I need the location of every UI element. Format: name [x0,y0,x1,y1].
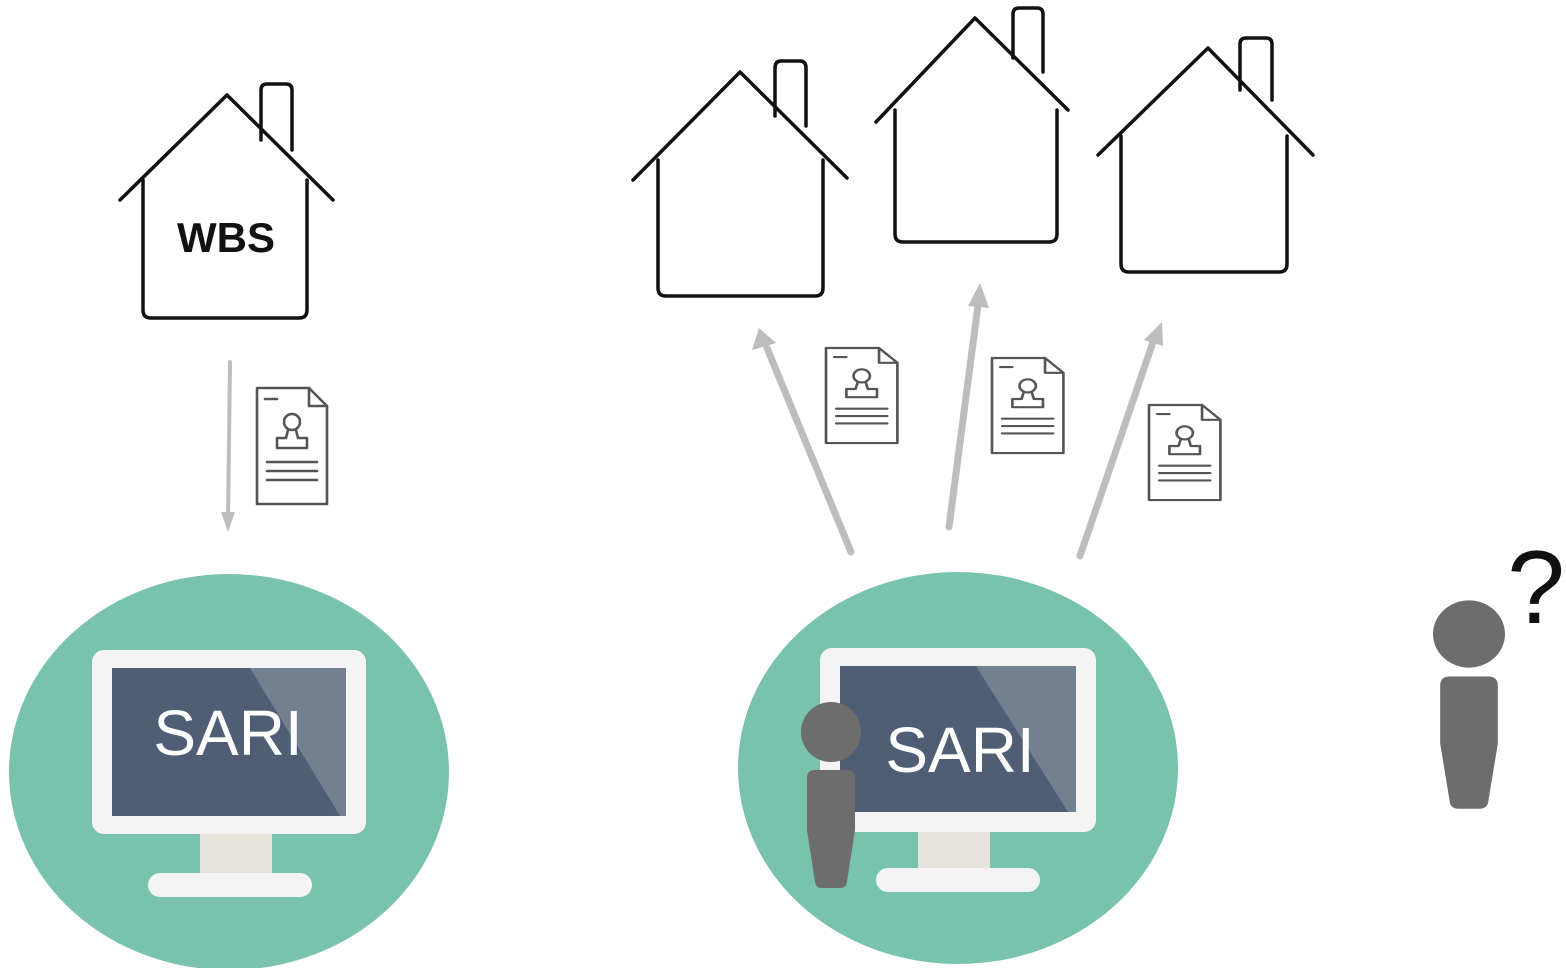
sari-label-center: SARI [885,714,1034,786]
wbs-label: WBS [177,214,275,261]
desktop-monitor-icon [92,650,366,897]
wbs-house-icon: WBS [118,82,335,320]
question-mark: ? [1507,530,1565,646]
profile-document-icon [1147,403,1222,502]
house-outline-icon-1 [631,59,849,298]
house-outline-icon-2 [874,6,1070,244]
profile-document-icon [255,386,329,506]
sari-computer-left: SARI [9,574,449,968]
arrow-down [221,360,235,532]
profile-document-icon [990,356,1065,455]
arrow-up-right [1076,322,1163,560]
house-outline-icon-3 [1096,36,1315,274]
arrow-up-left [752,328,855,556]
arrow-up-center [945,283,989,531]
sari-label-left: SARI [153,697,302,769]
desktop-monitor-icon [820,648,1096,892]
profile-document-icon [824,346,899,445]
sari-computer-center: SARI [738,572,1178,964]
person-icon [1433,600,1505,809]
